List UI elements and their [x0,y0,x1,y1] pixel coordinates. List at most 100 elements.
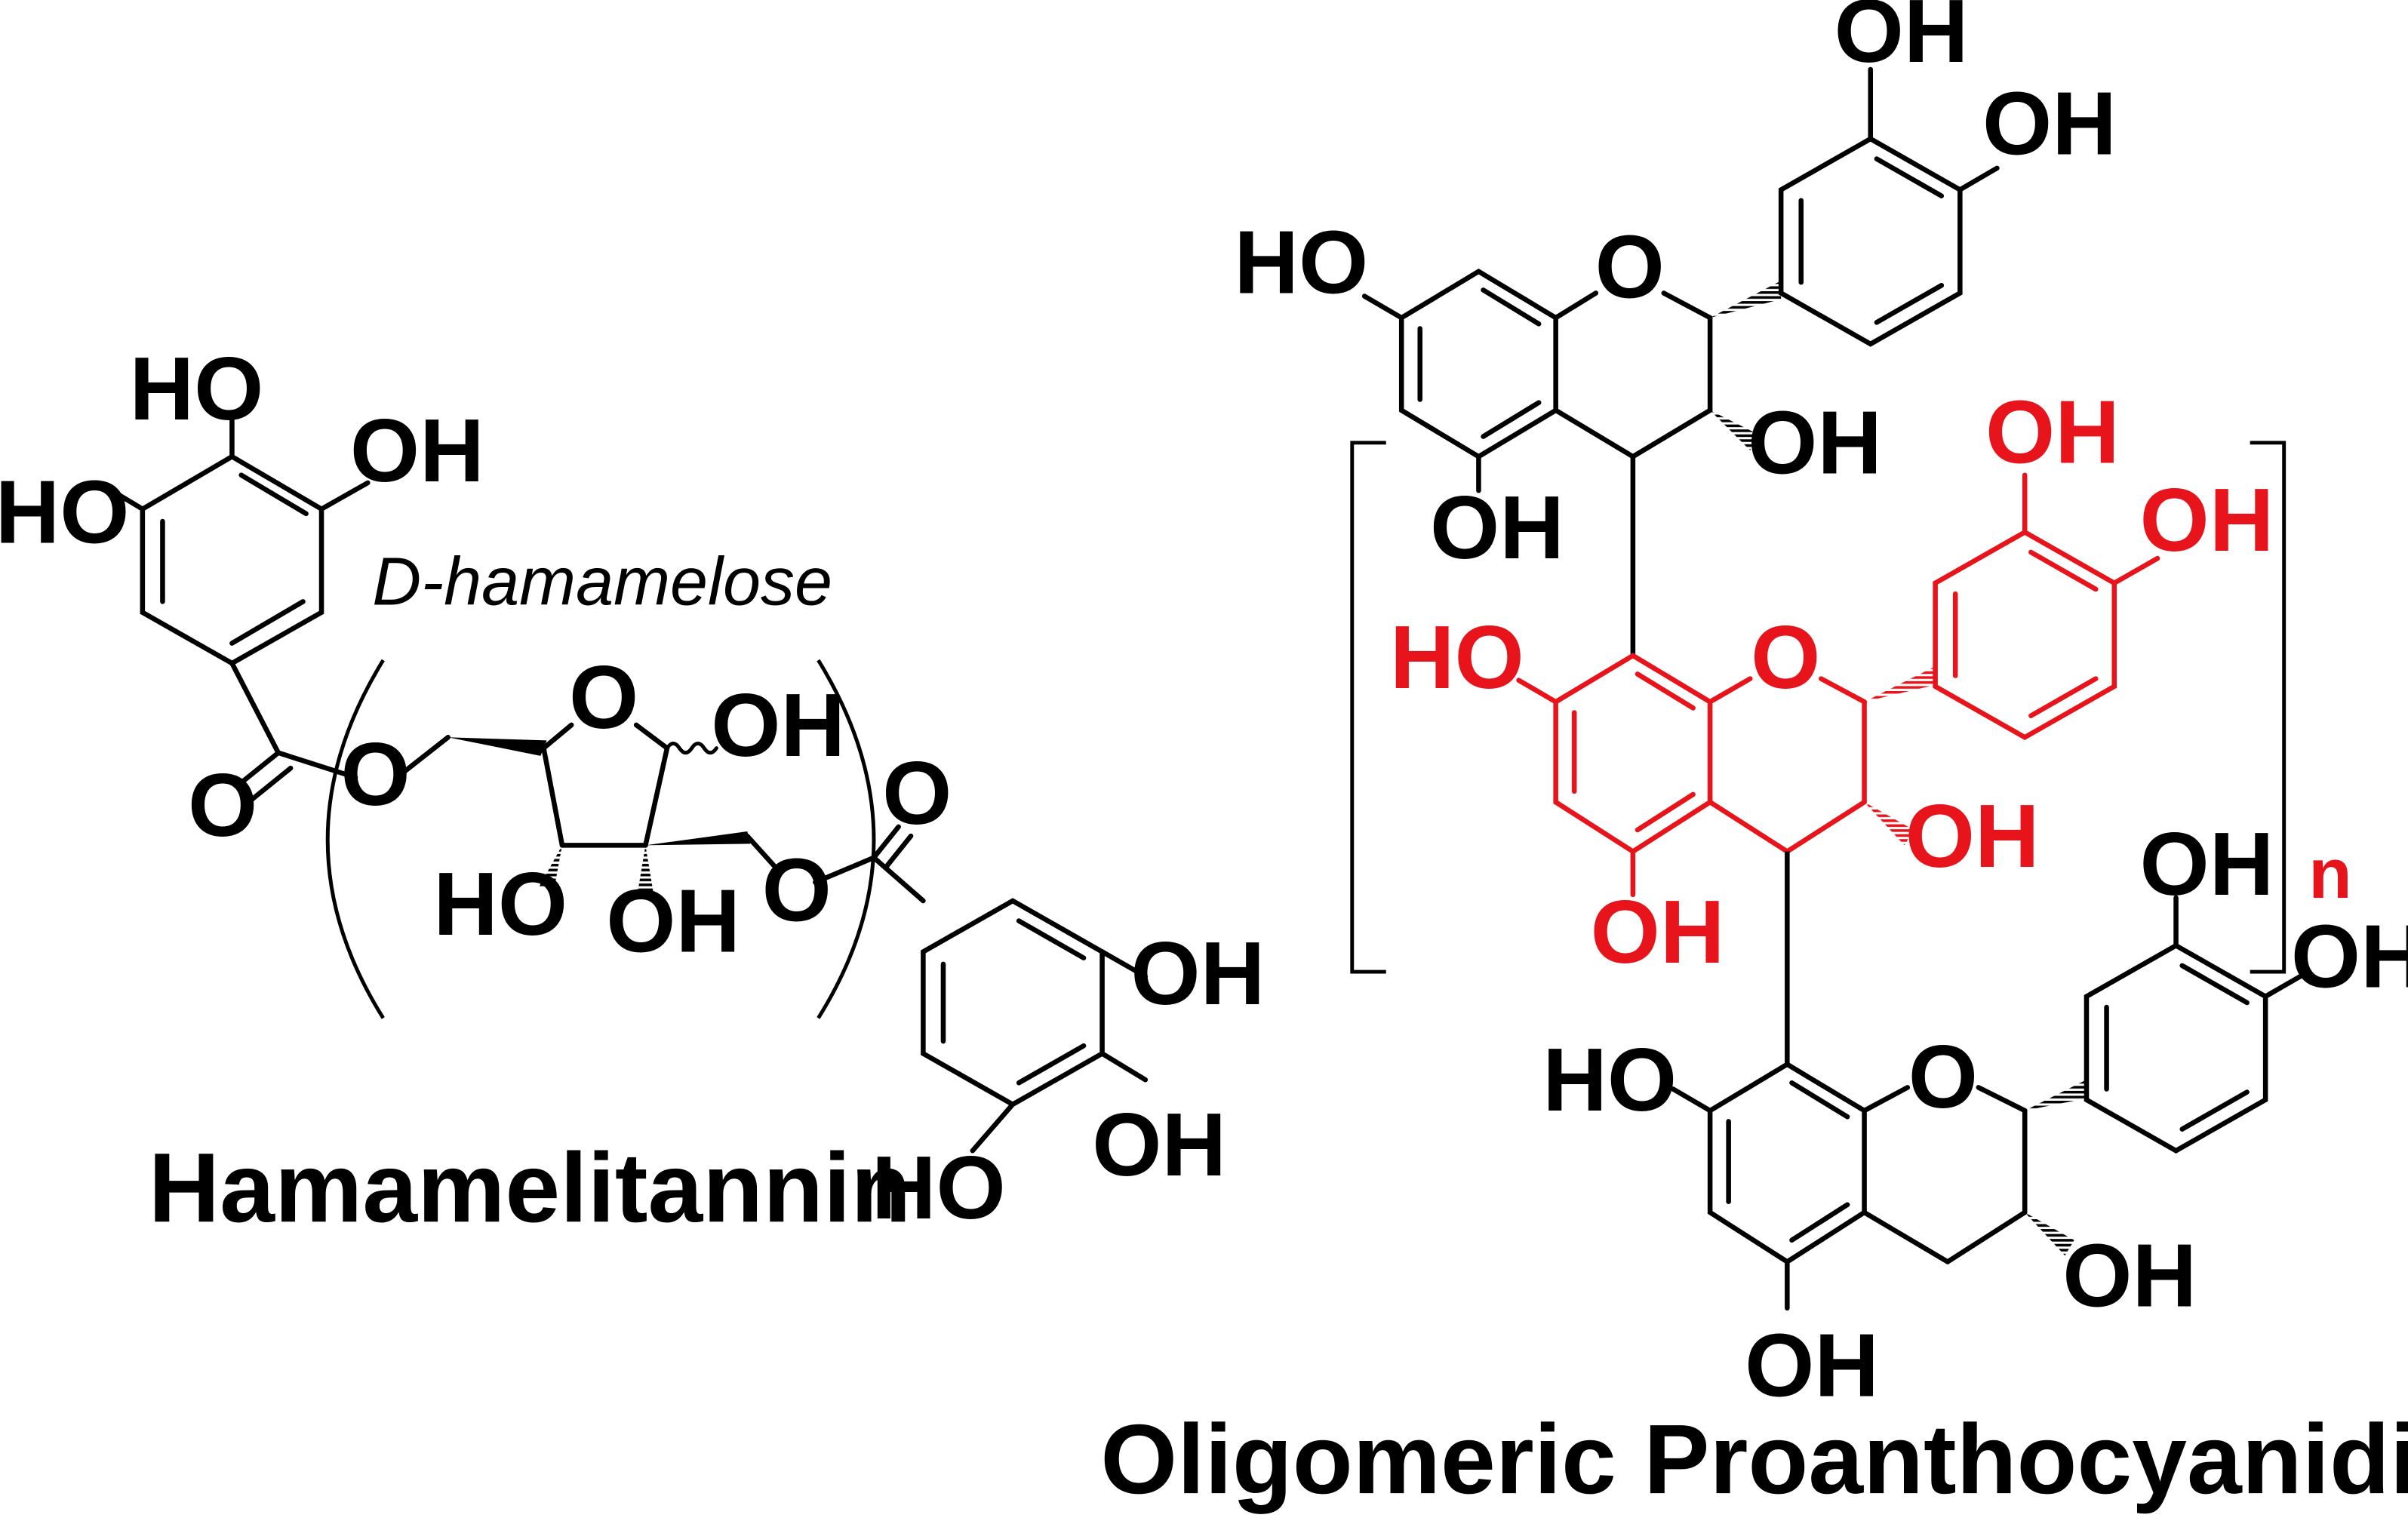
galloyl-group-right [921,898,1149,1154]
atom-label: O [340,725,410,825]
atom-label: HO [433,855,567,954]
ring-bond [541,722,574,751]
hash-bond [2025,1212,2074,1256]
atom-label: HO [872,1138,1006,1238]
galloyl-group-left [109,416,371,803]
bond [1553,290,1599,321]
b-ring [2084,942,2268,1154]
atom-label: OH [1985,383,2120,482]
bond [1957,165,2000,192]
carbonyl-bond [871,824,901,861]
ring-bond [633,722,670,751]
left-bracket [1350,441,1386,974]
bond [1976,1085,2028,1114]
bond [229,660,281,756]
hash-bond [539,845,562,887]
hamamelitannin-structure: HO OH HO O O O OH HO OH O [0,340,1265,1243]
flavanol-unit-top [1361,66,2000,659]
aromatic-double-bond [1789,1080,1850,1120]
compound-name-proanthocyanidins: Oligomeric Proanthocyanidins [1100,1404,2408,1514]
b-ring [1933,529,2117,741]
benzene-ring [921,898,1105,1108]
hash-bond [1864,666,1936,702]
bond [970,1102,1016,1154]
bond [1785,799,1867,854]
bond [1099,1051,1149,1083]
aromatic-double-bond [2179,963,2250,1006]
bond [109,487,146,512]
bond [1516,678,1558,705]
right-bracket [2250,441,2287,974]
atom-label: OH [1745,1316,1879,1415]
bond [1553,407,1636,459]
aromatic-double-bond [2179,1089,2250,1132]
bond [1707,676,1753,705]
atom-label: OH [606,871,740,971]
b-ring [1778,136,1963,347]
aromatic-double-bond [1635,791,1696,833]
aromatic-double-bond [1635,671,1696,711]
hash-bond [638,845,654,892]
ring-bond [541,745,565,848]
atom-label: O [762,841,832,941]
benzene-ring [140,453,324,666]
right-parenthesis [817,659,876,1019]
atom-label: OH [2062,1227,2197,1326]
atom-label: OH [1092,1095,1226,1195]
atom-label: OH [1430,478,1564,578]
bond [1361,293,1404,321]
bond [1630,407,1713,459]
left-parenthesis [325,659,385,1019]
compound-name-hamamelitannin: Hamamelitannin [149,1132,912,1243]
a-ring [1398,269,1558,459]
aromatic-double-bond [1789,1202,1850,1243]
atom-label: OH [1130,924,1265,1024]
atom-label: OH [711,676,845,776]
bond [402,735,451,774]
atom-label: OH [1982,74,2117,174]
atom-label: OH [2291,908,2408,1007]
a-ring [1707,1061,1867,1265]
atom-label: HO [1234,213,1368,312]
bond [1819,676,1867,705]
aromatic-double-bond [1016,1043,1087,1086]
bond [1862,1085,1911,1114]
proanthocyanidins-structure: OH OH HO O OH OH n [1100,0,2408,1514]
bond [745,833,778,870]
atom-label: HO [1390,608,1524,708]
atom-label: O [1751,608,1820,708]
bond [1661,290,1713,321]
aromatic-double-bond [2028,676,2099,718]
bond [1862,1209,1951,1264]
aromatic-double-bond [238,472,309,517]
aromatic-double-bond [1481,287,1542,327]
aromatic-double-bond [229,599,306,646]
bond [1707,799,1790,854]
carbonyl-bond [235,750,281,788]
aromatic-double-bond [1874,282,1945,325]
hash-bond [1864,802,1914,846]
aromatic-double-bond [2028,549,2099,592]
atom-label: HO [129,340,263,439]
atom-label: O [1908,1028,1978,1127]
wavy-bond [665,742,718,755]
bond [871,855,926,904]
atom-label: HO [1542,1031,1677,1130]
atom-label: O [188,756,257,856]
flavanol-unit-bottom [1670,895,2308,1311]
hamamelose-sugar [402,722,926,904]
atom-label: OH [2140,815,2274,914]
bond [318,480,371,512]
atom-label: OH [1905,787,2040,886]
flavanol-unit-middle [1516,472,2160,898]
atom-label: OH [1748,394,1882,493]
repeat-index: n [2308,834,2351,913]
bond [1099,949,1149,979]
atom-label: O [882,744,952,843]
wedge-bond [645,831,751,846]
atom-label: O [1595,218,1665,318]
ring-bond [643,745,670,848]
hash-bond [2025,1080,2087,1111]
a-ring [1553,653,1713,855]
